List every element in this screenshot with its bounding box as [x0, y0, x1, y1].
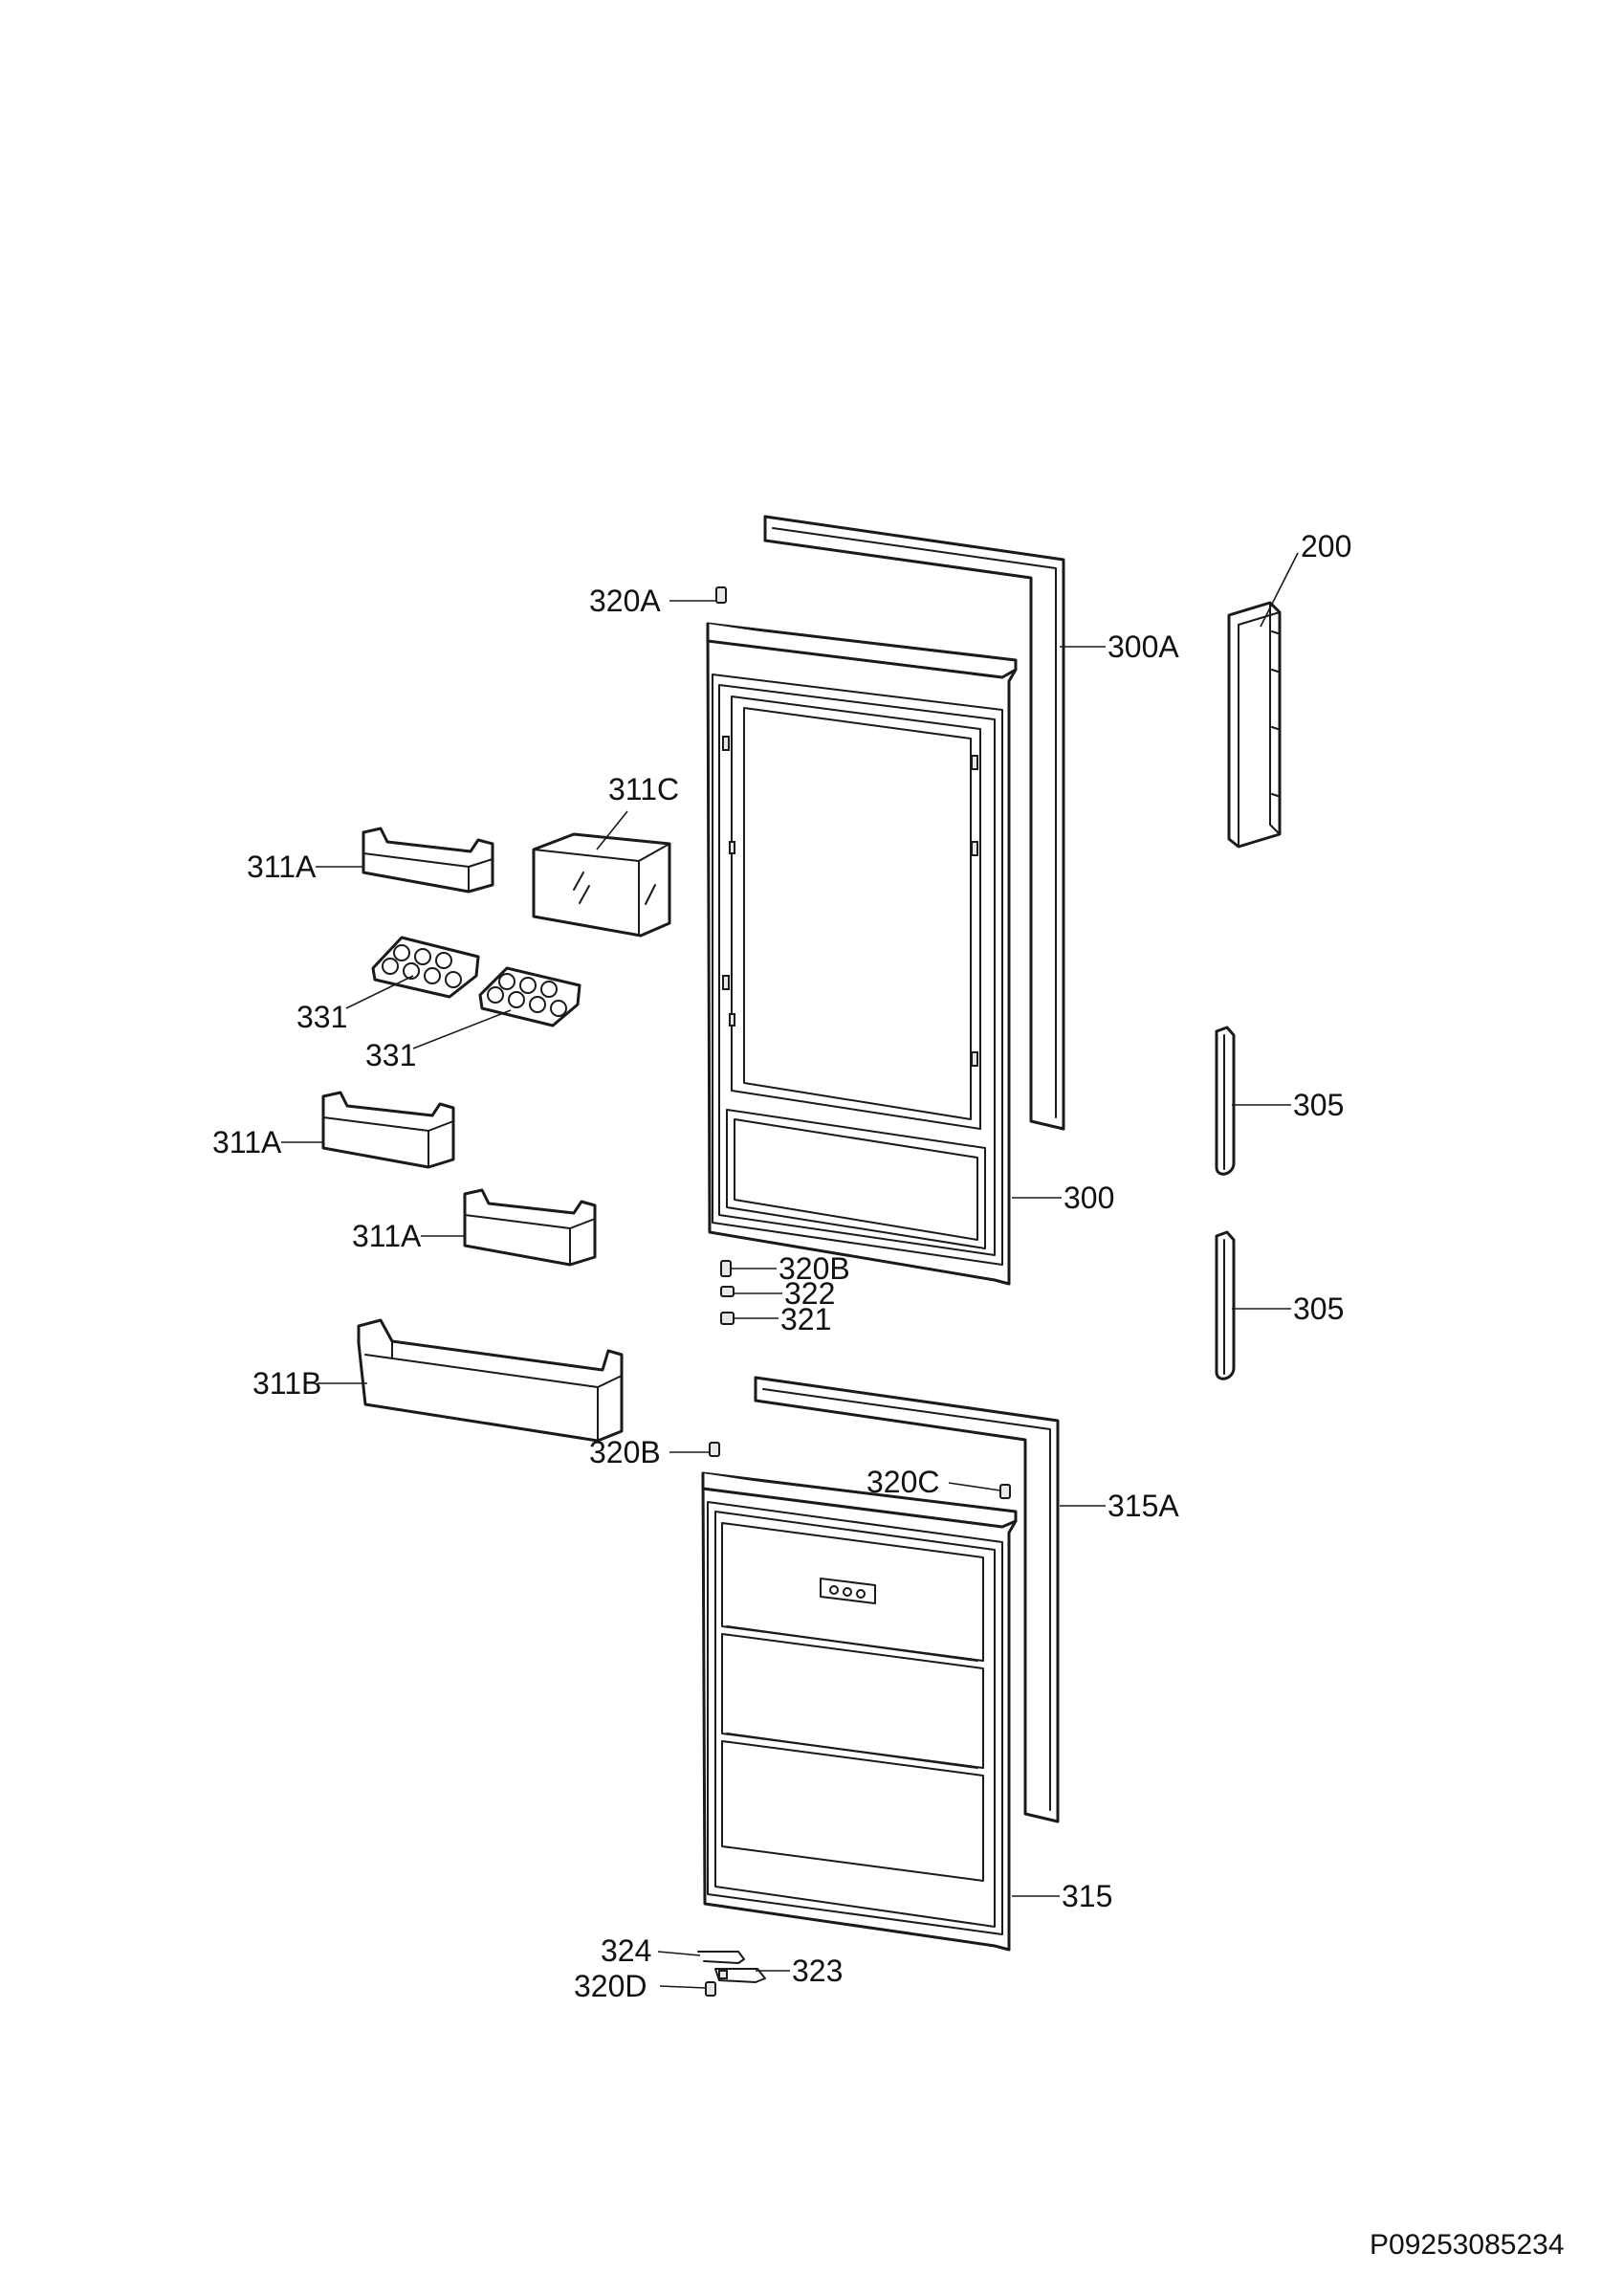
lower-door-315: [701, 1471, 1018, 1952]
label-200: 200: [1301, 529, 1351, 563]
label-300A: 300A: [1108, 629, 1179, 664]
egg-tray-331-right: [478, 966, 581, 1027]
label-320B-upper: 320B: [779, 1251, 850, 1286]
label-320B-lower: 320B: [589, 1435, 661, 1469]
upper-door-gasket-300A: [763, 515, 1065, 1131]
hinge-cover-305-upper: [1215, 1026, 1236, 1176]
hinge-bush-320B-lower: [709, 1442, 720, 1457]
label-311A-top: 311A: [247, 850, 317, 884]
label-305-upper: 305: [1293, 1088, 1344, 1122]
label-311A-middle: 311A: [212, 1125, 282, 1159]
label-320A: 320A: [589, 584, 661, 618]
upper-door-300: [706, 622, 1018, 1286]
label-331-right: 331: [365, 1038, 416, 1072]
door-shelf-311A-top: [362, 827, 494, 894]
clip-321: [720, 1312, 735, 1325]
clip-322: [720, 1286, 735, 1297]
part-labels: 200 300A 300 305 305 311C 311A 311A 311A…: [212, 529, 1351, 2003]
hinge-bush-320B-upper: [720, 1260, 732, 1277]
hinge-cover-305-lower: [1215, 1230, 1236, 1380]
label-300: 300: [1064, 1181, 1114, 1215]
leader-lines: [281, 552, 1299, 1989]
label-305-lower: 305: [1293, 1292, 1344, 1326]
door-shelf-311A-middle: [321, 1091, 455, 1169]
bottle-shelf-311B: [357, 1318, 624, 1443]
hinge-bush-320C: [999, 1484, 1011, 1499]
hinge-bush-320D: [705, 1981, 716, 1997]
label-320D: 320D: [574, 1969, 647, 2003]
label-320C: 320C: [866, 1465, 940, 1499]
hinge-part-323: [714, 1968, 766, 1983]
door-handle-200: [1227, 601, 1282, 849]
label-315A: 315A: [1108, 1489, 1179, 1523]
label-321: 321: [780, 1302, 831, 1336]
door-box-311C: [532, 832, 671, 938]
drawing-code: P09253085234: [1370, 2229, 1565, 2261]
label-311C: 311C: [608, 772, 679, 806]
label-323: 323: [792, 1954, 843, 1988]
label-311B: 311B: [252, 1366, 321, 1401]
label-311A-lower: 311A: [352, 1219, 422, 1253]
door-shelf-311A-lower: [463, 1188, 597, 1267]
label-324: 324: [601, 1933, 651, 1968]
label-331-left: 331: [296, 1000, 347, 1034]
lower-door-gasket-315A: [754, 1376, 1060, 1823]
hinge-bush-320A: [715, 586, 727, 604]
label-315: 315: [1062, 1879, 1112, 1913]
label-322: 322: [784, 1276, 835, 1311]
hinge-part-324: [697, 1951, 745, 1964]
